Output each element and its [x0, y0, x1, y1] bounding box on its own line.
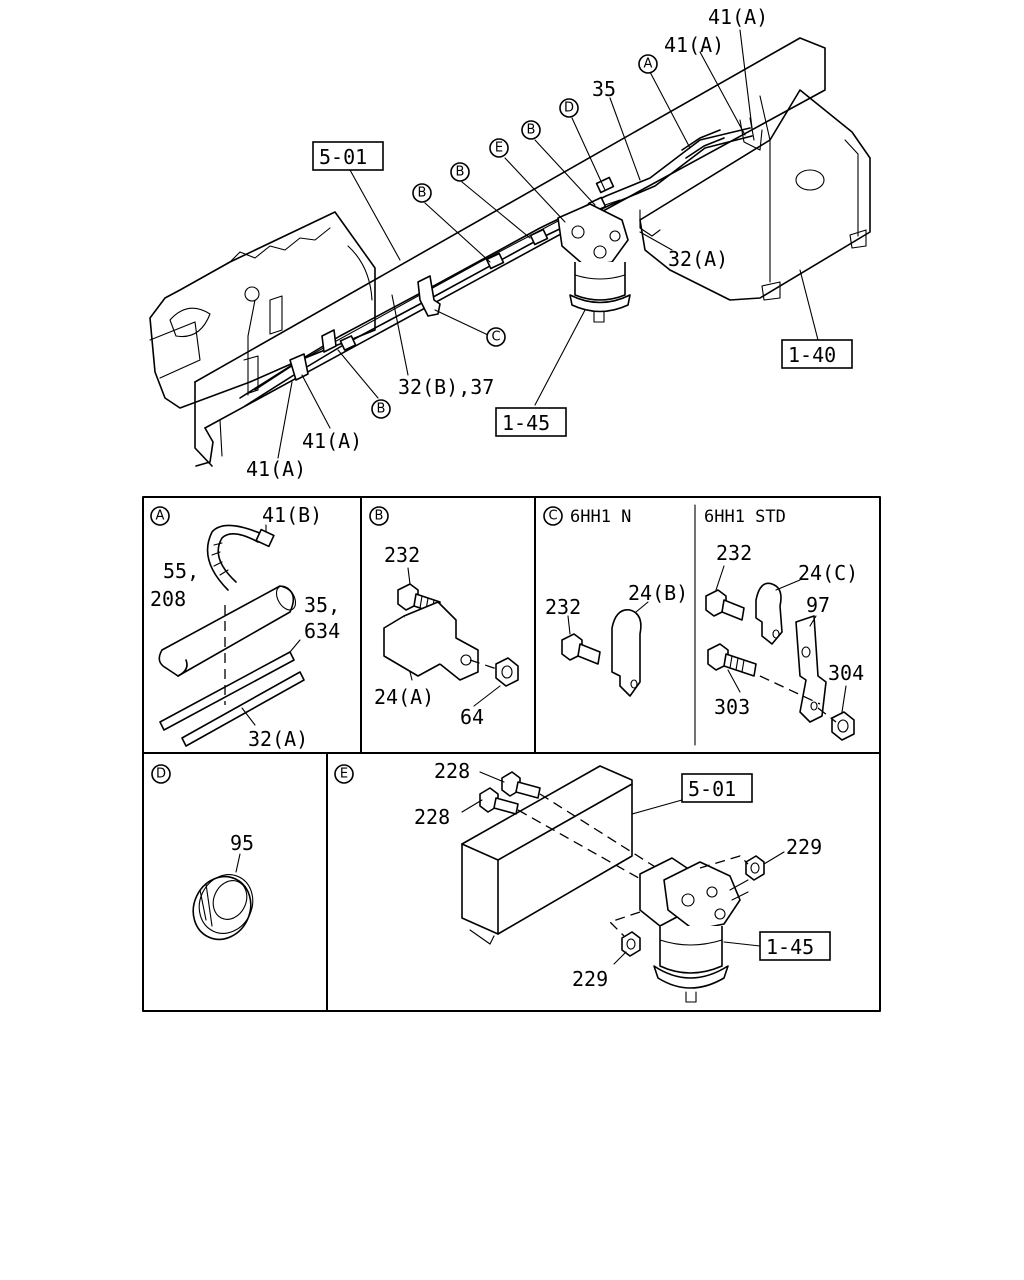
callout-d: D — [559, 98, 579, 118]
label-41a-top: 41(A) — [708, 5, 768, 29]
e-ref-box-1-45: 1-45 — [759, 931, 831, 961]
callout-c: C — [486, 327, 506, 347]
label-41a-bottom-2: 41(A) — [246, 457, 306, 481]
detail-a: A 41(B) 55, 208 35, 634 32(A) — [150, 503, 340, 751]
detail-b: B 232 24(A) 64 — [369, 506, 519, 729]
detail-a-tag: A — [150, 506, 170, 526]
detail-e: E 228 2 — [334, 759, 831, 1003]
a-label-41b: 41(B) — [262, 503, 322, 527]
frame-rail — [194, 37, 826, 467]
e-ref-box-5-01: 5-01 — [681, 773, 753, 803]
svg-text:E: E — [340, 767, 348, 782]
a-label-634: 634 — [304, 619, 340, 643]
c-std-label-97: 97 — [806, 593, 830, 617]
detail-grid — [142, 496, 881, 1012]
overview-drawing: A D B E B B C B 41(A) 41(A) 35 32(A) 32(… — [149, 5, 871, 481]
c-n-label-24b: 24(B) — [628, 581, 688, 605]
svg-text:1-45: 1-45 — [766, 935, 814, 959]
a-label-35: 35, — [304, 593, 340, 617]
callout-a-top: A — [638, 54, 658, 74]
svg-text:5-01: 5-01 — [688, 777, 736, 801]
label-41a-bottom-1: 41(A) — [302, 429, 362, 453]
c-std-label-232: 232 — [716, 541, 752, 565]
detail-c-tag: C — [543, 506, 563, 526]
svg-text:D: D — [156, 767, 166, 782]
svg-text:B: B — [418, 186, 427, 201]
svg-text:B: B — [527, 123, 536, 138]
callout-b1: B — [521, 120, 541, 140]
svg-text:B: B — [377, 402, 386, 417]
a-label-55: 55, — [163, 559, 199, 583]
svg-text:B: B — [456, 165, 465, 180]
label-32b-37: 32(B),37 — [398, 375, 494, 399]
label-41a-mid: 41(A) — [664, 33, 724, 57]
detail-b-tag: B — [369, 506, 389, 526]
c-std-label-24c: 24(C) — [798, 561, 858, 585]
svg-text:1-45: 1-45 — [502, 411, 550, 435]
callout-b4: B — [371, 399, 391, 419]
ref-box-1-40: 1-40 — [781, 339, 853, 369]
ref-box-1-45: 1-45 — [495, 407, 567, 437]
callout-e: E — [489, 138, 509, 158]
svg-text:C: C — [548, 509, 557, 524]
svg-text:A: A — [156, 509, 165, 524]
svg-text:C: C — [491, 330, 500, 345]
c-std-label-303: 303 — [714, 695, 750, 719]
ref-box-5-01: 5-01 — [312, 141, 384, 171]
detail-e-tag: E — [334, 764, 354, 784]
detail-d-tag: D — [151, 764, 171, 784]
svg-text:B: B — [375, 509, 384, 524]
detail-d: D 95 — [151, 764, 254, 941]
c-n-label-232: 232 — [545, 595, 581, 619]
a-label-208: 208 — [150, 587, 186, 611]
d-label-95: 95 — [230, 831, 254, 855]
callout-b3: B — [412, 183, 432, 203]
b-label-64: 64 — [460, 705, 484, 729]
svg-text:5-01: 5-01 — [319, 145, 367, 169]
label-35: 35 — [592, 77, 616, 101]
engine-block — [149, 211, 376, 409]
svg-text:A: A — [644, 57, 653, 72]
svg-text:D: D — [564, 101, 574, 116]
fuel-tank — [639, 89, 871, 301]
c-std-label-304: 304 — [828, 661, 864, 685]
label-32a: 32(A) — [668, 247, 728, 271]
e-label-228b: 228 — [414, 805, 450, 829]
a-label-32a: 32(A) — [248, 727, 308, 751]
line-clamps — [289, 176, 615, 381]
b-label-232: 232 — [384, 543, 420, 567]
svg-text:E: E — [495, 141, 503, 156]
e-label-229a: 229 — [786, 835, 822, 859]
fuel-filter — [557, 203, 631, 323]
callout-b2: B — [450, 162, 470, 182]
e-label-228a: 228 — [434, 759, 470, 783]
b-label-24a: 24(A) — [374, 685, 434, 709]
e-label-229b: 229 — [572, 967, 608, 991]
detail-c: C 6HH1 N 6HH1 STD 232 24(B) 232 24(C) — [543, 506, 864, 741]
svg-text:1-40: 1-40 — [788, 343, 836, 367]
c-variant-n: 6HH1 N — [570, 507, 631, 527]
c-variant-std: 6HH1 STD — [704, 507, 786, 527]
leader-lines — [277, 29, 819, 459]
